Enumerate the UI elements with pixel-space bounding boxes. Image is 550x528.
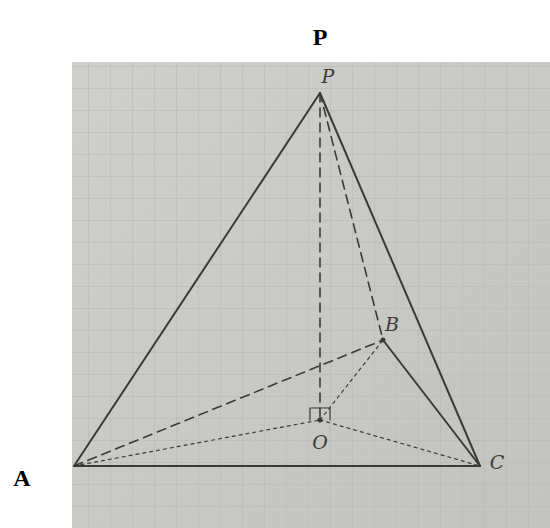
edge-pb — [320, 93, 383, 340]
edge-ab — [74, 340, 383, 466]
height-po — [319, 93, 321, 420]
vertex-label: C — [490, 453, 505, 472]
edge-bc — [383, 340, 480, 466]
vertex-label: A — [13, 466, 30, 490]
vertex-label: P — [313, 25, 328, 49]
edge-pc — [320, 93, 480, 466]
vertex-label: B — [385, 315, 399, 334]
vertex-label: O — [312, 433, 328, 452]
point-b — [381, 338, 386, 343]
edge-ac — [74, 465, 480, 467]
paper-photo — [72, 62, 550, 528]
point-o — [318, 418, 323, 423]
grid-paper — [72, 62, 550, 528]
segment-ao — [74, 420, 320, 466]
edge-pa — [74, 93, 320, 466]
segment-oc — [320, 420, 480, 466]
vertex-label: P — [322, 67, 335, 86]
